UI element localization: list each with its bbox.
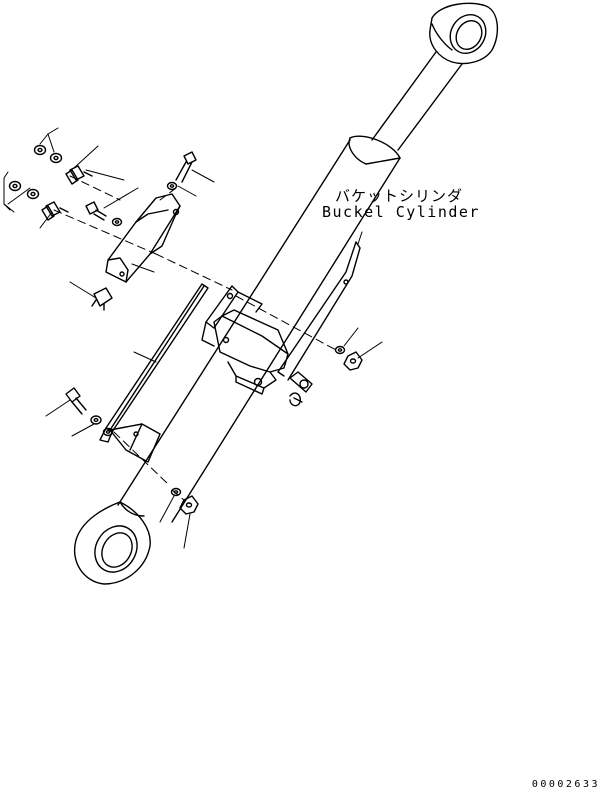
guard-plate	[100, 284, 208, 442]
hose-fitting	[290, 372, 312, 406]
callout-english-label: Buckel Cylinder	[322, 203, 480, 221]
cylinder-bottom-eye	[75, 502, 151, 584]
leader-lines	[4, 128, 382, 548]
sensor-rod	[278, 242, 360, 380]
lower-bracket	[110, 424, 160, 462]
cylinder-head	[349, 136, 400, 164]
fasteners-upper-left	[10, 146, 197, 226]
piston-rod	[372, 52, 462, 150]
callout-japanese-label: バケットシリンダ	[335, 187, 464, 205]
fasteners-right	[336, 347, 363, 371]
alignment-lines	[54, 176, 336, 500]
sensor-bracket	[202, 286, 288, 394]
cable-clamp	[92, 288, 112, 310]
drawing-id: 00002633	[531, 779, 600, 790]
bucket-cylinder	[75, 3, 498, 584]
sensor-cover	[106, 194, 180, 282]
rod-end-eye	[430, 3, 498, 63]
fasteners-lower-left	[66, 388, 113, 436]
